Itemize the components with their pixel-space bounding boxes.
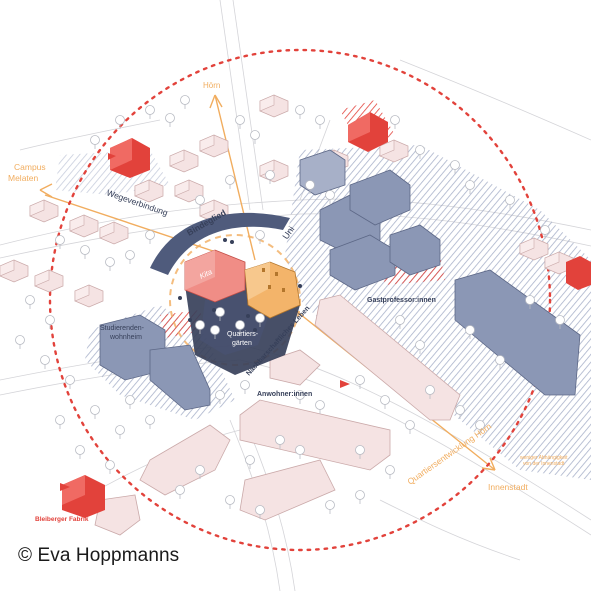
landmark-bleiberger <box>62 475 105 518</box>
tree-icon <box>315 400 325 415</box>
tree-icon <box>145 230 155 245</box>
tree-icon <box>405 420 415 435</box>
row-houses-southwest <box>139 424 231 496</box>
tree-icon <box>380 395 390 410</box>
kita-building <box>184 249 246 303</box>
tree-icon <box>355 375 365 390</box>
tree-icon <box>65 375 75 390</box>
tree-icon <box>45 315 55 330</box>
landmark-north <box>348 112 388 152</box>
label-gastprofessor: Gastprofessor:innen <box>367 297 436 304</box>
label-studierenden: Studierenden- wohnheim <box>100 325 146 341</box>
tree-icon <box>315 115 325 130</box>
residential-buildings <box>0 94 574 536</box>
district-boundary-circle <box>48 48 552 552</box>
central-villa <box>244 261 301 319</box>
bindeglied-arc <box>150 212 290 275</box>
tree-icon <box>165 113 175 128</box>
tree-icon <box>90 405 100 420</box>
tree-icon <box>105 257 115 272</box>
tree-icon <box>115 115 125 130</box>
tree-icon <box>55 415 65 430</box>
tree-icon <box>390 115 400 130</box>
label-bleiberger: Bleiberger Fabrik <box>35 516 89 523</box>
label-weniger: weniger Abhängigkeit von der Innenstadt <box>520 455 569 467</box>
tree-icon <box>75 445 85 460</box>
tree-icon <box>225 175 235 190</box>
tree-icon <box>125 250 135 265</box>
label-campus: Campus Melaten <box>8 162 48 183</box>
tree-icon <box>180 95 190 110</box>
tree-icon <box>15 335 25 350</box>
tree-icon <box>80 245 90 260</box>
tree-icon <box>240 380 250 395</box>
tree-icon <box>385 465 395 480</box>
tree-icon <box>295 445 305 460</box>
tree-icon <box>145 415 155 430</box>
landmark-east <box>566 256 591 290</box>
landmark-west <box>110 138 150 178</box>
tree-icon <box>105 460 115 475</box>
tree-icon <box>125 395 135 410</box>
tree-icon <box>245 455 255 470</box>
tree-icon <box>235 115 245 130</box>
row-houses-south2 <box>239 459 336 521</box>
flag-markers <box>60 153 350 491</box>
tree-icon <box>355 490 365 505</box>
people <box>178 238 302 332</box>
tree-icon <box>55 235 65 250</box>
label-horn: Hörn <box>203 81 220 90</box>
landmark-buildings <box>60 112 591 518</box>
university-buildings <box>99 149 581 411</box>
tree-icon <box>250 130 260 145</box>
tree-icon <box>175 485 185 500</box>
row-houses-east <box>314 294 461 421</box>
tree-icon <box>225 495 235 510</box>
tree-icon <box>25 295 35 310</box>
label-innenstadt: Innenstadt <box>488 482 528 492</box>
tree-icon <box>90 135 100 150</box>
row-houses-south <box>239 399 391 471</box>
tree-icon <box>40 355 50 370</box>
tree-icon <box>115 425 125 440</box>
tree-icon <box>295 105 305 120</box>
image-credit: © Eva Hoppmanns <box>18 545 180 566</box>
label-quartiersentwicklung: Quartiersentwicklung Hörn <box>405 421 493 487</box>
label-anwohner: Anwohner:innen <box>257 391 312 398</box>
label-quartiersgarten: Quartiers- gärten <box>227 331 260 347</box>
tree-icon <box>145 105 155 120</box>
tree-icon <box>325 500 335 515</box>
